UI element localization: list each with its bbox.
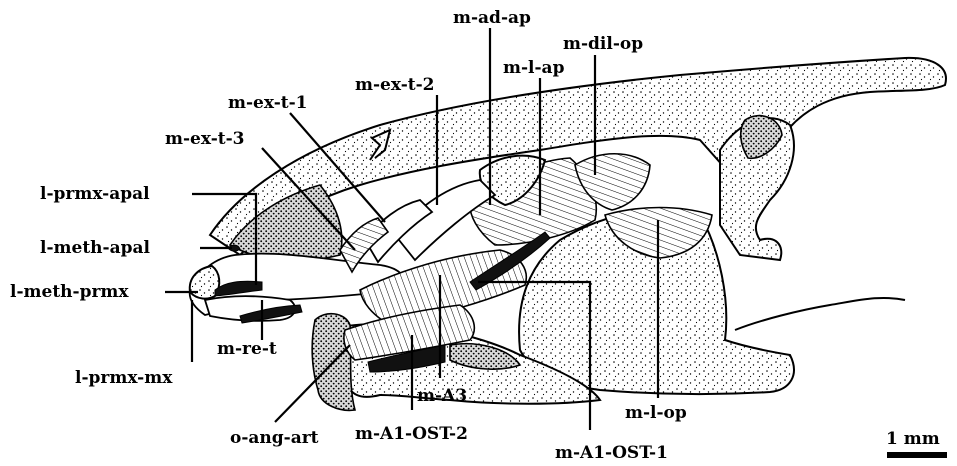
label-l-prmx-apal: l-prmx-apal [40, 184, 150, 204]
scale-bar-line [887, 452, 947, 458]
label-m-A1-OST-1: m-A1-OST-1 [555, 443, 668, 463]
label-m-ex-t-1: m-ex-t-1 [228, 93, 308, 113]
label-m-A3: m-A3 [417, 386, 467, 406]
label-m-ex-t-2: m-ex-t-2 [355, 75, 435, 95]
scale-bar: 1 mm [886, 429, 947, 458]
label-o-ang-art: o-ang-art [230, 428, 319, 448]
label-l-prmx-mx: l-prmx-mx [75, 368, 173, 388]
label-m-ad-ap: m-ad-ap [453, 8, 531, 28]
label-m-ex-t-3: m-ex-t-3 [165, 129, 245, 149]
scale-bar-label: 1 mm [886, 429, 940, 449]
label-m-re-t: m-re-t [217, 339, 277, 359]
subopercle-outline [735, 298, 905, 330]
label-m-l-op: m-l-op [625, 403, 687, 423]
label-l-meth-prmx: l-meth-prmx [10, 282, 129, 302]
label-m-dil-op: m-dil-op [563, 34, 643, 54]
label-m-A1-OST-2: m-A1-OST-2 [355, 424, 468, 444]
label-l-meth-apal: l-meth-apal [40, 238, 151, 258]
label-m-l-ap: m-l-ap [503, 58, 565, 78]
